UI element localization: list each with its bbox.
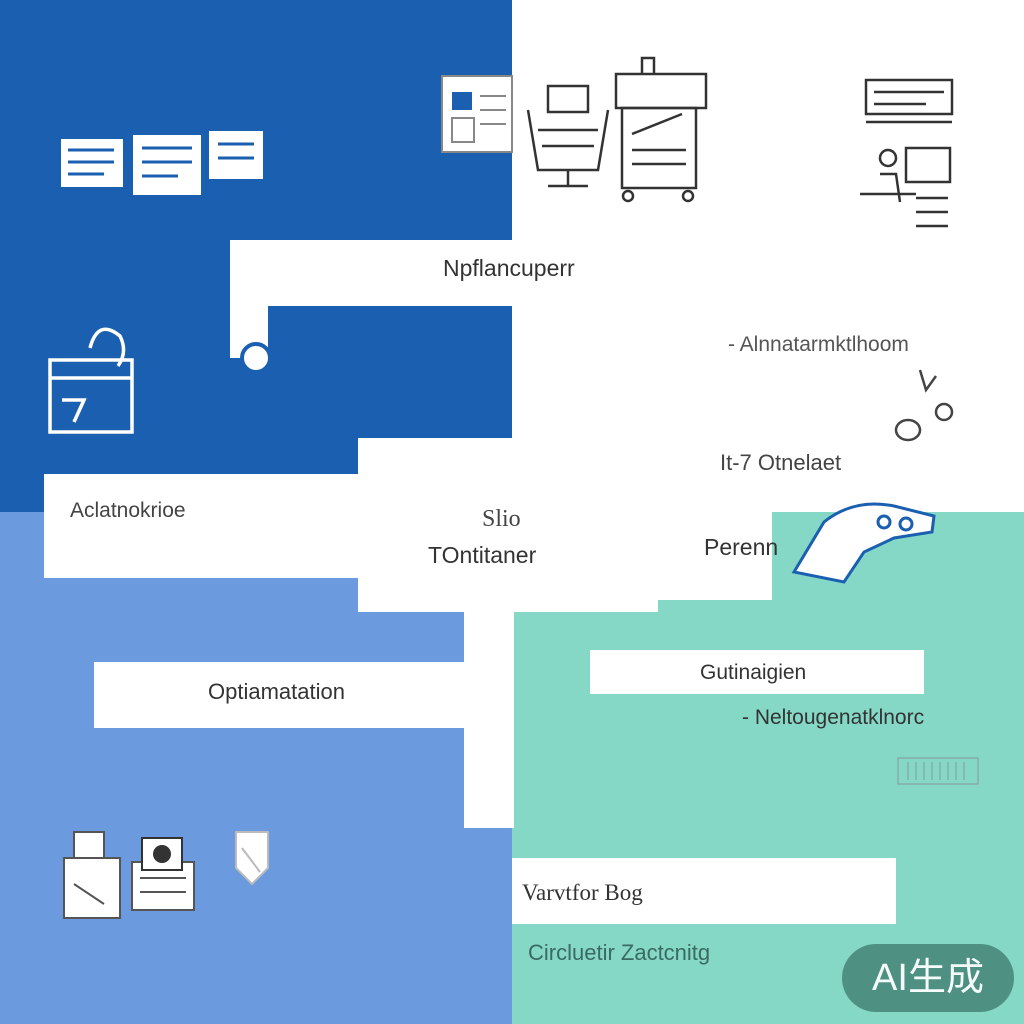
camera-icon [141,837,183,871]
top-label-bar-drop [230,240,268,358]
left-mid-panel [44,474,374,578]
id-card-icon [441,75,513,153]
label-center-top: Slio [482,506,521,532]
label-person: Perenn [704,534,779,560]
label-top-center: Npflancuperr [443,255,575,281]
vary-bar [512,858,896,924]
label-circuit: Circluetir Zactcnitg [528,940,711,965]
ai-generated-badge: AI生成 [842,944,1014,1012]
barcode-icon [897,757,979,785]
center-stem-panel [464,600,514,828]
guide-bar [590,650,924,694]
label-right-top: - Alnnatarmktlhoom [728,333,909,356]
optim-bar [94,662,464,728]
label-optim: Optiamatation [208,679,345,704]
hand-icon [791,502,936,584]
lunchbox-icon [48,327,134,434]
monitor-desk-icon [860,78,954,228]
label-vary: Varvtfor Bog [522,880,643,905]
label-left-mid: Aclatnokrioe [70,499,186,522]
label-center: TOntitaner [428,542,537,568]
machine-icon [526,84,610,188]
label-right-mid: It-7 Otnelaet [720,450,842,475]
connector-ring [240,342,272,374]
shield-icon [235,831,269,886]
label-net: - Neltougenatklnorc [742,706,925,729]
cart-icon [614,56,708,203]
document-panel-icon [59,129,265,197]
top-label-bar [230,240,800,306]
right-center-panel [512,420,772,600]
label-guide: Gutinaigien [700,661,807,684]
chat-bubble-icon [894,369,954,442]
